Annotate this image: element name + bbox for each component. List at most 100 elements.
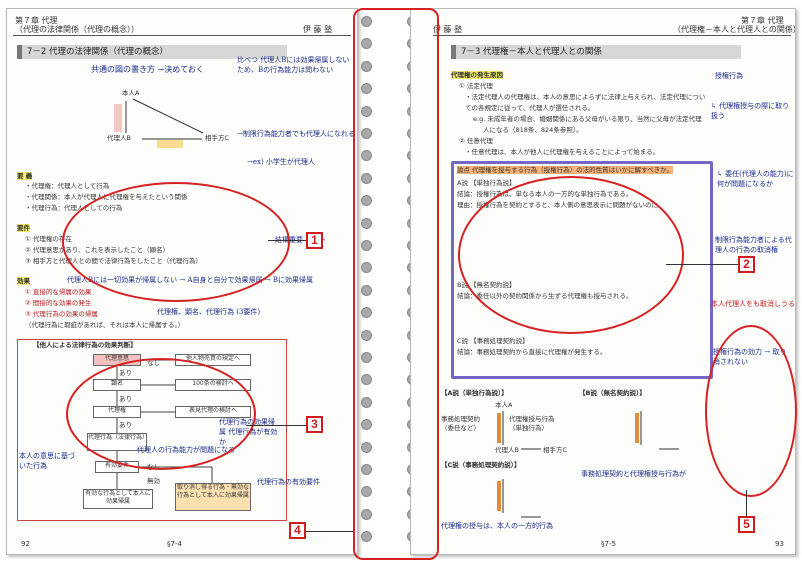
callout-1-ellipse (62, 182, 290, 302)
hand-right-3: ↳ 委任(代理人の能力)に何が問題になるか (717, 170, 794, 188)
hand-left-4: →ex) 小学生が代理人 (247, 158, 315, 166)
spiral-ring (361, 38, 372, 50)
theory-title: 論点 代理権を授与する行為（授権行為）の法的性質はいかに解すべきか。 (457, 166, 673, 174)
hand-left-7: 代理権、顕名、代理行為 (3要件) (157, 308, 261, 316)
left-header-subtitle: （代理の法律関係（代理の概念）） (15, 25, 139, 34)
right-header-chapter: 第７章 代理 (741, 16, 784, 25)
hand-right-2: ↳ 代理権授与の際に取り扱う (711, 102, 790, 120)
left-item2-title: 要件 (17, 224, 30, 232)
hand-right-8: 代理権の授与は、本人の一方的行為 (441, 522, 553, 530)
right-header-brand: 伊 藤 塾 (433, 25, 463, 34)
right-item1-line5: ・任意代理は、本人が他人に代理権を与えることによって始まる。 (465, 148, 660, 156)
flow-no-3: 無効 (147, 477, 160, 485)
spiral-ring (361, 60, 372, 72)
left-item3-line4: （代理行為に瑕疵があれば、それは本人に帰属する。） (25, 321, 185, 329)
right-page-footer: §7-5 (601, 540, 616, 548)
right-item1-line3: e.g. 未成年者の場合、婚姻関係にある父母がいる限り、当然に父母が法定代理 (473, 115, 702, 123)
callout-5-leader (746, 490, 747, 516)
left-page-number: 92 (21, 540, 30, 548)
left-item1-line1: ・代理権：代理人として行為 (25, 182, 110, 190)
callout-4-badge: 4 (289, 522, 306, 539)
hand-right-5: 本人代理人をも取消しうる (711, 300, 795, 308)
spiral-ring (361, 150, 372, 162)
spiral-ring (361, 352, 372, 363)
callout-3-ellipse (66, 358, 256, 470)
theory-box (451, 161, 713, 379)
right-item1-line2: ての各規定に従って、代理人が選任される。 (465, 104, 595, 112)
bottom-a-title: 【A説（単独行為説）】 (441, 389, 508, 397)
spiral-ring (361, 329, 372, 341)
left-page-footer: §7-4 (167, 540, 182, 548)
flowchart-title: 【他人による法律行為の効果判断】 (33, 341, 137, 349)
spiral-ring (361, 307, 372, 319)
right-page-number: 93 (775, 540, 784, 548)
spiral-ring (361, 240, 372, 251)
right-item1-sub2: ② 任意代理 (459, 137, 493, 145)
right-item1-line4: 人になる（818条、824条参照）。 (483, 126, 583, 134)
left-header-brand: 伊 藤 塾 (303, 25, 333, 34)
bottom-counterparty: 相手方C (543, 446, 568, 454)
diagram-counterparty: 相手方C (205, 134, 230, 142)
bottom-c-title: 【C説（事務処理契約説）】 (441, 461, 521, 469)
theory-c-conclusion: 結論：事務処理契約から直接に代理権が発生する。 (457, 348, 607, 356)
hand-right-4: 制限行為能力者による代理人の行為の取消権 (715, 236, 792, 254)
left-item1-title: 要 義 (17, 172, 33, 180)
bottom-grant-act: 代理権授与行為（単独行為） (509, 415, 555, 432)
diagram-agent: 代理人B (107, 134, 131, 142)
spiral-ring (361, 262, 372, 274)
left-item3-line3: ③ 代理行為の効果の帰属 (25, 310, 98, 318)
spiral-ring (361, 172, 372, 184)
spiral-ring (361, 217, 372, 229)
left-item3-line2: ② 間接的な効果の発生 (25, 299, 92, 307)
right-item1-title: 代理権の発生原因 (451, 71, 503, 79)
hand-right-1: 授権行為 (715, 72, 743, 80)
spiral-ring (361, 128, 372, 139)
bottom-diagrams (497, 411, 679, 518)
spiral-ring (361, 195, 372, 207)
right-section-title: 7－3 代理権－本人と代理人との関係 (451, 45, 741, 59)
hand-left-11: 代理行為の有効要件 (257, 478, 320, 486)
callout-1-leader (268, 240, 306, 241)
spiral-ring (361, 531, 372, 543)
flow-box-valid-result: 有効な行為として本人に効果帰属 (83, 489, 153, 509)
bottom-principal: 本人A (495, 401, 513, 409)
spiral-ring (361, 419, 372, 431)
theory-a: A説 【単独行為説】 (457, 179, 516, 187)
spiral-ring (361, 441, 372, 453)
callout-5-badge: 5 (738, 516, 755, 533)
callout-4-leader (306, 531, 353, 532)
bottom-agent: 代理人B (495, 446, 519, 454)
left-item1-line3: ・代理行為：代理人としての行為 (25, 204, 123, 212)
spiral-ring (361, 284, 372, 296)
left-item2-line1: ① 代理権の存在 (25, 235, 72, 243)
hand-left-9: 本人の意思に基づいた行為 (19, 452, 75, 470)
right-header-rule (433, 35, 791, 36)
left-header-chapter: 第７章 代理 (15, 16, 58, 25)
left-item3-title: 効果 (17, 277, 30, 285)
left-item3-line1: ① 直接的な帰属の効果 (25, 288, 92, 296)
hand-left-2: 比べつ 代理人Bには効果帰属しないため、Bの行為能力は問わない (237, 56, 350, 74)
right-item1-line1: ・法定代理人の代理権は、本人の意思によらずに法律上与えられ、法定代理につい (465, 93, 706, 101)
spiral-ring (361, 508, 372, 520)
callout-5-ellipse (705, 325, 797, 497)
callout-2-leader (666, 264, 738, 265)
flowchart-frame (17, 339, 287, 521)
hand-right-7: 事務処理契約と代理権授与行為が (581, 470, 686, 478)
right-item1-sub1: ① 法定代理 (459, 82, 493, 90)
bottom-b-title: 【B説（無名契約説）】 (579, 389, 646, 397)
callout-3-leader (246, 425, 306, 426)
diagram-principal: 本人A (122, 89, 140, 97)
spiral-ring (361, 105, 372, 117)
callout-3-badge: 3 (306, 416, 323, 433)
left-section-title: 7－2 代理の法律関係（代理の概念） (17, 45, 287, 59)
right-header-subtitle: （代理権－本人と代理人との関係） (673, 25, 796, 34)
spiral-ring (361, 374, 372, 386)
theory-c: C説 【事務処理契約説】 (457, 337, 529, 345)
spiral-ring (361, 83, 372, 95)
callout-4-frame (353, 8, 439, 560)
callout-1-badge: 1 (306, 232, 323, 249)
hand-left-1: 共通の図の書き方 →決めておく (91, 65, 205, 74)
bottom-task-contract: 事務処理契約（委任など） (441, 415, 480, 432)
spiral-ring (361, 16, 372, 27)
spiral-ring (361, 486, 372, 498)
